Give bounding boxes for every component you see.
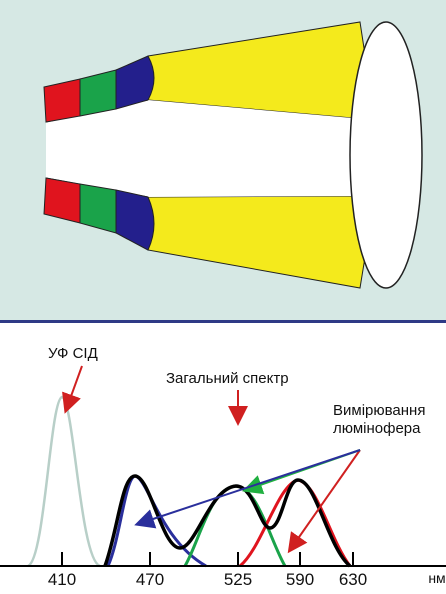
tick-label-525: 525 — [223, 570, 253, 589]
total-spectrum-curve — [103, 474, 352, 568]
lower-blue-phosphor — [115, 189, 155, 251]
tick-label-630: 630 — [338, 570, 368, 589]
phosphor-label-line1: Вимірювання — [333, 402, 426, 419]
upper-red-phosphor — [43, 78, 81, 123]
red-phosphor-curve — [238, 478, 352, 568]
phosphor-label-line2: люмінофера — [333, 420, 421, 437]
uv-led-curve — [27, 395, 101, 568]
blue-phosphor-arrow — [134, 449, 361, 529]
unit-label: нм — [428, 570, 446, 586]
cone-cap-ellipse — [349, 21, 423, 289]
led-cross-section-panel — [0, 0, 446, 323]
tick-label-590: 590 — [285, 570, 315, 589]
uv-led-label: УФ СІД — [48, 345, 98, 362]
lower-red-phosphor — [43, 177, 81, 224]
uv-led-arrow — [62, 365, 83, 414]
upper-blue-phosphor — [115, 55, 155, 110]
tick-label-410: 410 — [47, 570, 77, 589]
total-spectrum-label: Загальний спектр — [166, 370, 289, 387]
lower-green-phosphor — [79, 183, 117, 234]
red-phosphor-arrow — [287, 449, 361, 554]
cone-interior — [46, 100, 375, 197]
led-cross-section-diagram — [43, 21, 423, 289]
lower-yellow-band — [147, 195, 376, 289]
emission-spectrum-plot — [0, 365, 446, 568]
upper-green-phosphor — [79, 69, 117, 117]
panel-divider — [0, 320, 446, 323]
tick-label-470: 470 — [135, 570, 165, 589]
emission-spectrum-panel: УФ СІД Загальний спектр Вимірювання люмі… — [0, 323, 446, 594]
